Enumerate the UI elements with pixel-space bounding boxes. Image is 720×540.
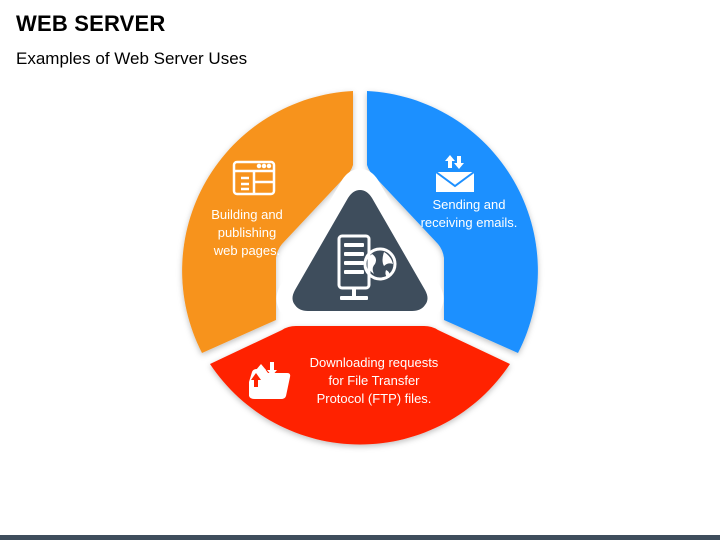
page-title: WEB SERVER <box>16 11 166 36</box>
center-triangle <box>292 190 428 311</box>
segment-blue <box>367 91 538 353</box>
segment-text-blue: Sending and receiving emails. <box>420 197 518 230</box>
page-subtitle: Examples of Web Server Uses <box>16 49 248 68</box>
email-envelope-icon <box>435 155 475 192</box>
segment-red <box>210 326 510 445</box>
segment-text-orange: Building and publishing web pages. <box>211 207 283 258</box>
footer-bar <box>0 535 720 540</box>
folder-transfer-icon <box>249 362 291 399</box>
web-layout-icon <box>232 160 276 196</box>
segment-text-red: Downloading requests for File Transfer P… <box>309 355 439 406</box>
server-globe-icon <box>337 234 397 300</box>
segment-orange <box>182 91 353 353</box>
